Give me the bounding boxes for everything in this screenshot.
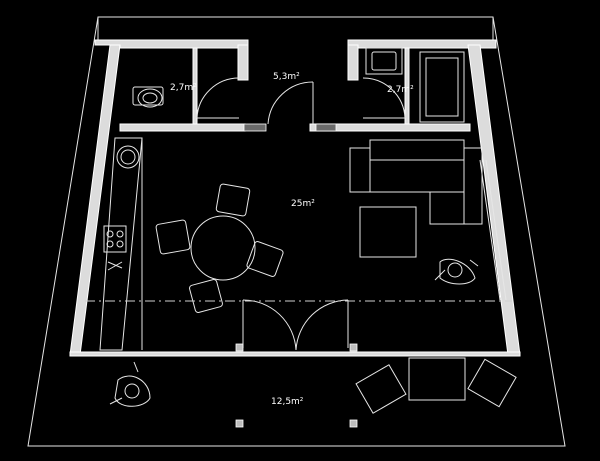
window-right (479, 159, 507, 301)
exterior-walls (69, 39, 521, 357)
sink-icon (365, 47, 403, 75)
room-area-living: 25m² (291, 199, 315, 209)
room-area-hall: 5,3m² (273, 72, 300, 82)
coffee-table (359, 206, 417, 258)
room-area-bath: 2,7m² (387, 85, 414, 95)
room-area-wc: 2,7m² (170, 83, 197, 93)
room-area-terrace: 12,5m² (271, 397, 304, 407)
person-icon (434, 258, 479, 285)
kitchen-counter (99, 137, 143, 351)
sofa (349, 139, 483, 225)
interior-walls (119, 47, 471, 132)
roof-outline (27, 16, 566, 447)
posts (235, 343, 358, 428)
toilet-icon (132, 86, 164, 108)
shower-icon (419, 51, 465, 123)
doors (196, 77, 406, 351)
dining-table (155, 183, 284, 313)
terrace-furniture (355, 357, 517, 414)
person-icon-terrace (109, 361, 151, 407)
